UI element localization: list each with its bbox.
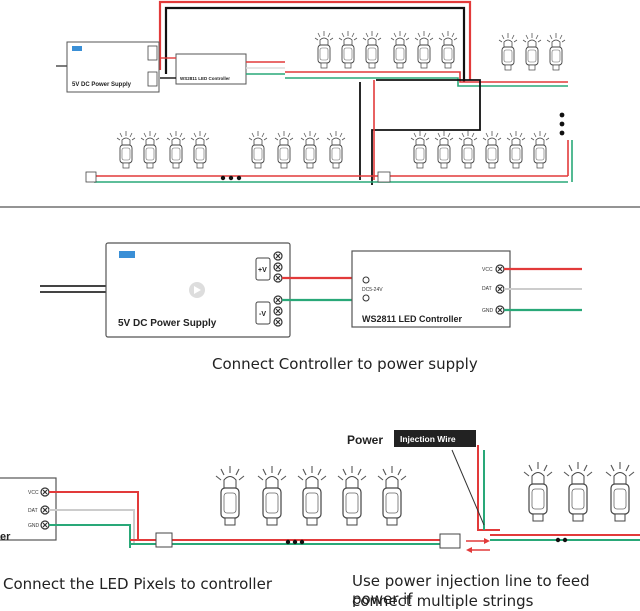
plus-v-label: +V: [258, 267, 267, 274]
controller-box: [175, 53, 247, 85]
injection-wire-badge: [394, 430, 476, 447]
bottom-right-caption-line2: connect multiple strings: [352, 592, 534, 610]
bottom-dat-label: DAT: [28, 508, 38, 514]
minus-v-label: -V: [259, 311, 266, 318]
top-diagram: 5V DC Power Supply WS2811 LED Controller: [56, 0, 573, 185]
power-supply-badge: [72, 46, 82, 51]
mid-controller-box: [351, 250, 511, 328]
bottom-diagram: er VCC DAT GND: [0, 430, 640, 553]
controller-label: WS2811 LED Controller: [180, 76, 230, 81]
mid-dat-label: DAT: [482, 286, 492, 292]
power-supply-box: [66, 41, 160, 93]
middle-diagram: 5V DC Power Supply +V -V DC5-24V WS2811 …: [40, 242, 582, 338]
middle-caption: Connect Controller to power supply: [212, 355, 478, 373]
power-label: Power: [347, 433, 383, 447]
power-supply-label: 5V DC Power Supply: [72, 82, 132, 88]
bottom-gnd-label: GND: [28, 523, 40, 529]
bottom-left-caption: Connect the LED Pixels to controller: [3, 575, 272, 593]
mid-power-supply-label: 5V DC Power Supply: [118, 318, 217, 329]
bottom-right-caption-line1: Use power injection line to feed power i…: [352, 572, 590, 608]
bottom-vcc-label: VCC: [28, 490, 39, 496]
bottom-controller-partial-label: er: [0, 531, 11, 543]
mid-gnd-label: GND: [482, 308, 494, 314]
injection-wire-label: Injection Wire: [400, 434, 456, 444]
dc-input-label: DC5-24V: [362, 287, 383, 293]
mid-controller-label: WS2811 LED Controller: [362, 314, 463, 324]
mid-vcc-label: VCC: [482, 267, 493, 273]
